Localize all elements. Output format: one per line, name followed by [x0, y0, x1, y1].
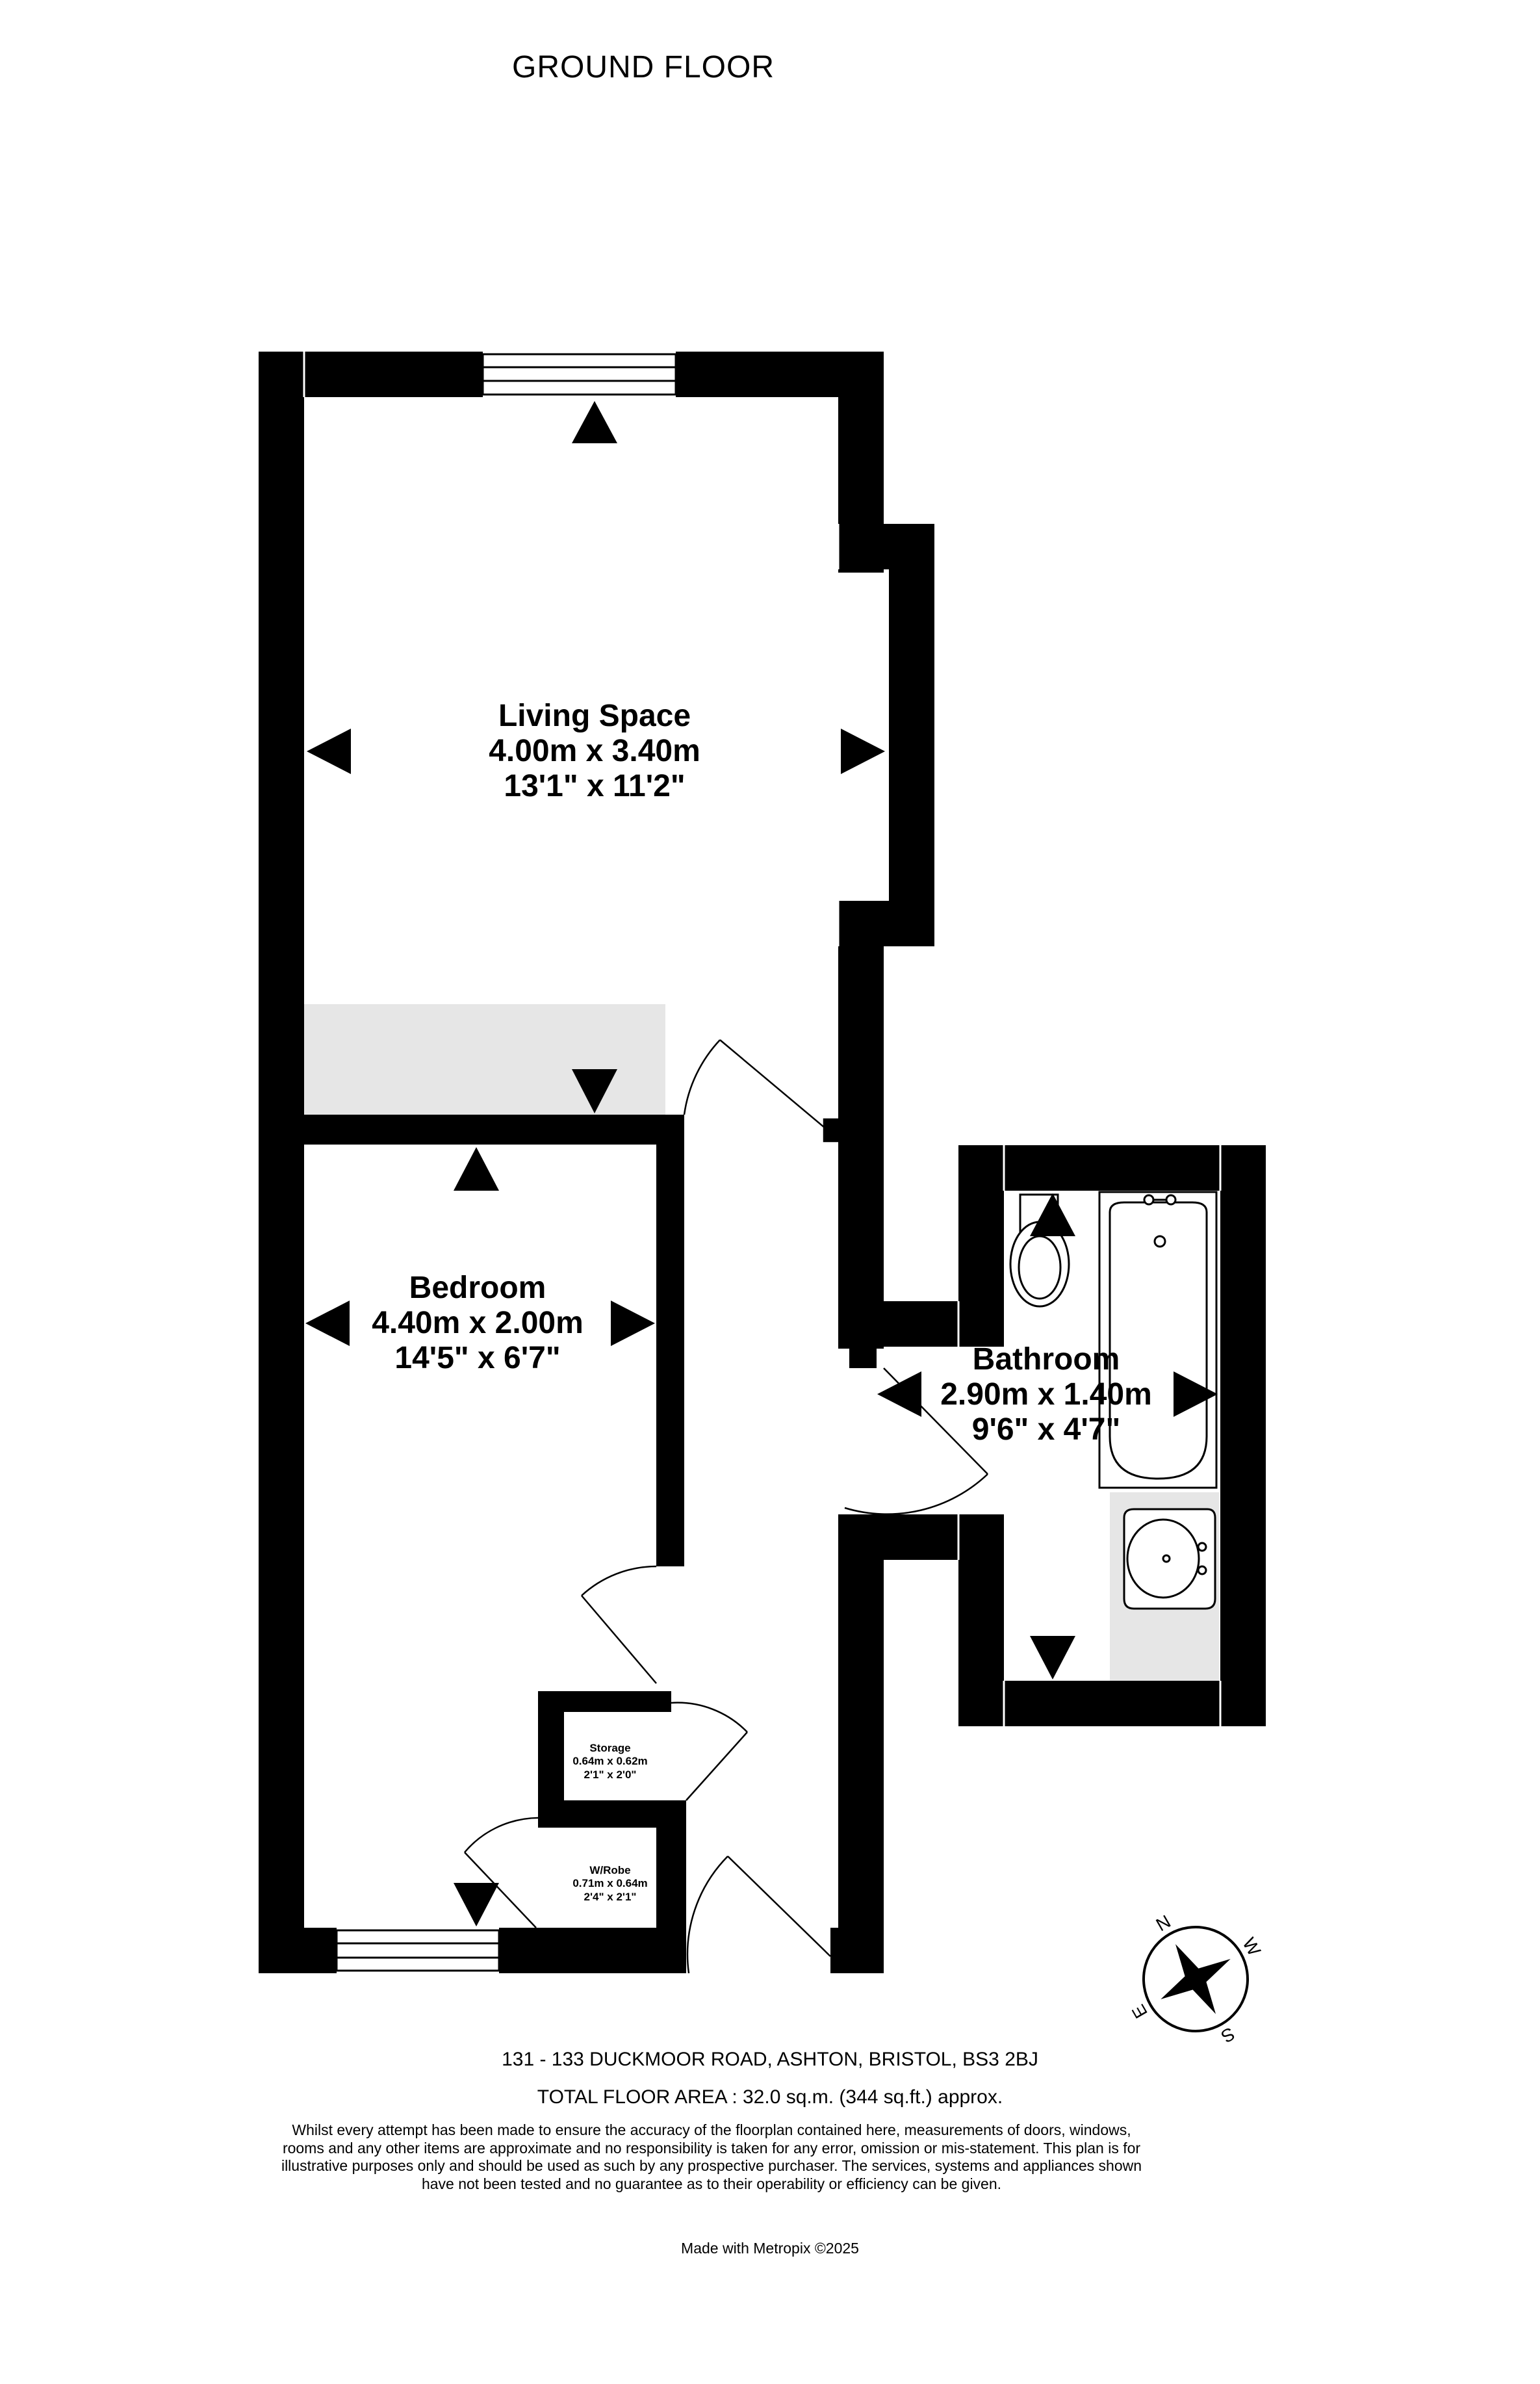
wall-bedroom-right: [656, 1115, 684, 1566]
wall-hall-right-lower: [838, 1514, 884, 1973]
door-wardrobe: [464, 1817, 565, 1928]
compass-label-e: E: [1128, 2001, 1151, 2022]
arrow-bedroom-down: [454, 1883, 499, 1926]
room-name-wardrobe: W/Robe: [589, 1864, 631, 1876]
walls: [259, 352, 1266, 1973]
arrow-bedroom-right: [611, 1301, 655, 1346]
door-entrance: [686, 1856, 831, 1974]
windows: [335, 353, 677, 1972]
arrow-living-left: [307, 729, 351, 774]
room-imperial-bedroom: 14'5" x 6'7": [394, 1340, 561, 1375]
toilet: [1009, 1193, 1070, 1308]
doors: [464, 1039, 988, 1974]
wall-bedroom-bottom-left: [259, 1928, 337, 1973]
window-living: [481, 353, 677, 396]
wall-living-right-lower: [838, 901, 884, 1141]
arrow-living-up: [572, 401, 617, 443]
wall-bath-right: [1220, 1145, 1266, 1726]
disclaimer-text: Whilst every attempt has been made to en…: [281, 2121, 1142, 2192]
compass-label-n: N: [1153, 1911, 1174, 1935]
wall-joint-marks: [303, 352, 1222, 1726]
arrow-living-down: [572, 1069, 617, 1113]
wall-bath-left-upper-cap: [958, 1326, 1004, 1347]
arrow-bedroom-up: [454, 1147, 499, 1191]
room-imperial-living: 13'1" x 11'2": [504, 768, 686, 803]
wall-hall-bottom-stub: [669, 1928, 686, 1973]
wall-bath-top: [958, 1145, 1266, 1191]
room-name-storage: Storage: [589, 1742, 631, 1754]
room-metric-storage: 0.64m x 0.62m: [572, 1755, 648, 1768]
arrow-bath-up: [1030, 1193, 1075, 1236]
wall-hall-bottom-right: [830, 1928, 884, 1973]
compass-star-icon: [1161, 1944, 1231, 2014]
room-metric-bathroom: 2.90m x 1.40m: [940, 1377, 1152, 1412]
room-imperial-bathroom: 9'6" x 4'7": [971, 1412, 1121, 1447]
floor-title: GROUND FLOOR: [511, 50, 775, 84]
room-metric-bedroom: 4.40m x 2.00m: [372, 1305, 584, 1340]
compass-ring: [1142, 1926, 1249, 2032]
arrow-bath-down: [1030, 1636, 1075, 1679]
wall-bay-right: [889, 524, 934, 946]
wall-bedroom-bottom-right: [499, 1928, 686, 1973]
property-address: 131 - 133 DUCKMOOR ROAD, ASHTON, BRISTOL…: [502, 2049, 1038, 2070]
arrow-living-right: [841, 729, 885, 774]
door-storage: [671, 1702, 748, 1801]
room-label-storage: Storage 0.64m x 0.62m 2'1" x 2'0": [563, 1742, 658, 1782]
wall-left-outer: [259, 352, 304, 1973]
living-shaded-area: [304, 1004, 665, 1115]
room-name-bedroom: Bedroom: [409, 1271, 546, 1305]
room-label-bathroom: Bathroom 2.90m x 1.40m 9'6" x 4'7": [923, 1342, 1170, 1447]
door-living: [683, 1039, 840, 1143]
window-bedroom: [335, 1929, 500, 1972]
dimension-arrows: [305, 401, 1218, 1926]
compass-label-s: S: [1218, 2023, 1238, 2047]
made-with-credit: Made with Metropix ©2025: [681, 2240, 859, 2257]
wall-window-reveal-right: [676, 352, 717, 397]
total-floor-area: TOTAL FLOOR AREA : 32.0 sq.m. (344 sq.ft…: [537, 2086, 1003, 2108]
wall-storage-left: [538, 1691, 564, 1821]
room-metric-living: 4.00m x 3.40m: [489, 733, 700, 768]
room-imperial-wardrobe: 2'4" x 2'1": [584, 1890, 637, 1903]
room-label-wardrobe: W/Robe 0.71m x 0.64m 2'4" x 2'1": [563, 1864, 658, 1904]
arrow-bath-left: [877, 1371, 921, 1417]
wall-bath-bottom: [958, 1681, 1266, 1726]
room-label-living: Living Space 4.00m x 3.40m 13'1" x 11'2": [455, 699, 734, 803]
door-bedroom: [581, 1565, 657, 1684]
wall-bedroom-top: [259, 1115, 684, 1145]
room-metric-wardrobe: 0.71m x 0.64m: [572, 1877, 648, 1890]
arrow-bath-right: [1174, 1371, 1218, 1417]
bathroom-fixtures: [1009, 1191, 1218, 1610]
wall-window-reveal-left: [439, 352, 483, 397]
room-label-bedroom: Bedroom 4.40m x 2.00m 14'5" x 6'7": [344, 1271, 611, 1375]
room-name-living: Living Space: [498, 699, 691, 733]
washbasin: [1123, 1508, 1216, 1610]
room-imperial-storage: 2'1" x 2'0": [584, 1768, 637, 1781]
room-name-bathroom: Bathroom: [972, 1342, 1120, 1377]
arrow-bedroom-left: [305, 1301, 350, 1346]
